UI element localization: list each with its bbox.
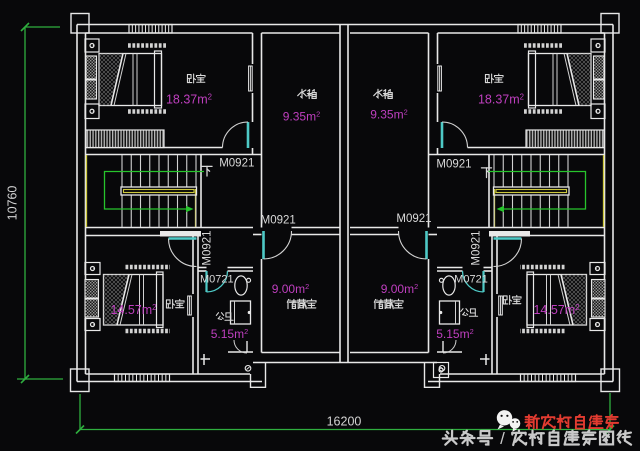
svg-text:9.00m2: 9.00m2 (381, 282, 418, 296)
svg-text:9.35m2: 9.35m2 (370, 108, 407, 122)
svg-text:10760: 10760 (6, 186, 20, 221)
svg-text:9.00m2: 9.00m2 (272, 282, 309, 296)
svg-text:16200: 16200 (327, 415, 362, 429)
svg-text:M0921: M0921 (436, 159, 471, 171)
svg-text:M0921: M0921 (261, 215, 296, 227)
svg-text:M0921: M0921 (202, 230, 214, 265)
svg-text:14.57m2: 14.57m2 (110, 303, 156, 317)
svg-text:M0721: M0721 (454, 274, 488, 286)
svg-text:M0921: M0921 (219, 158, 254, 170)
svg-text:5.15m2: 5.15m2 (436, 327, 473, 341)
svg-text:M0721: M0721 (200, 274, 234, 286)
svg-text:5.15m2: 5.15m2 (211, 327, 248, 341)
svg-text:M0921: M0921 (471, 230, 483, 265)
svg-text:18.37m2: 18.37m2 (478, 93, 524, 107)
svg-text:/: / (500, 429, 505, 448)
svg-text:M0921: M0921 (396, 213, 431, 225)
svg-text:18.37m2: 18.37m2 (166, 93, 212, 107)
svg-text:9.35m2: 9.35m2 (283, 110, 320, 124)
svg-text:14.57m2: 14.57m2 (533, 303, 579, 317)
